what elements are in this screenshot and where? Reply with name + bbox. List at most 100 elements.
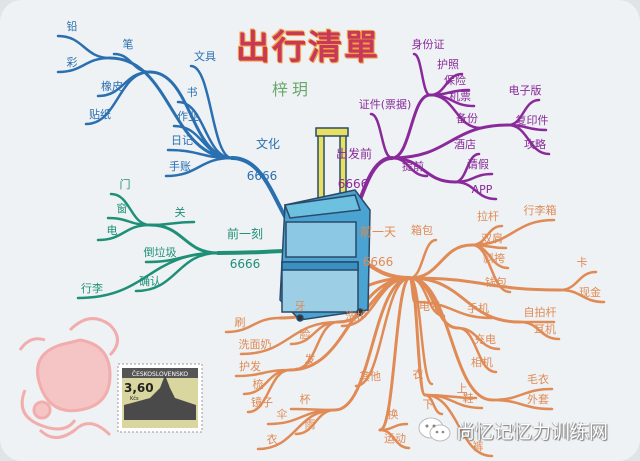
node-label: 上 xyxy=(456,382,468,395)
branch-tag-label: 6666 xyxy=(337,177,369,191)
day_before-branch-line xyxy=(456,326,498,374)
day_before-sub-branch xyxy=(408,276,562,292)
day_before-branch-line xyxy=(246,368,292,414)
node-label: 复印件 xyxy=(515,114,549,127)
branch-root-label: 前一天 xyxy=(359,225,397,239)
node-label: 刷 xyxy=(234,316,246,329)
stamp-value: 3,60 xyxy=(124,381,154,395)
day_before-sub-branch xyxy=(408,276,494,402)
day_before-branch-line xyxy=(413,300,494,320)
culture-branch-line xyxy=(164,156,234,178)
node-label: 其他 xyxy=(359,370,381,383)
node-label: 斜挎 xyxy=(483,252,505,265)
branch-root-label: 文化 xyxy=(255,137,281,151)
node-label: 确认 xyxy=(139,275,161,288)
node-label: 换 xyxy=(387,408,399,421)
node-label: 请假 xyxy=(467,158,489,171)
stamp-country: ČESKOSLOVENSKO xyxy=(132,371,188,378)
day_before-branch-line xyxy=(490,398,554,411)
day_before-branch-line xyxy=(256,408,337,451)
node-label: 发 xyxy=(304,353,316,366)
day_before-branch-line xyxy=(470,243,512,294)
node-label: 贴纸 xyxy=(89,108,111,121)
day_before-branch-line xyxy=(224,316,282,334)
node-label: 裤 xyxy=(472,440,484,453)
node-label: 日记 xyxy=(171,134,193,147)
day_before-branch-line xyxy=(470,218,556,247)
before_departure-sub-branch xyxy=(390,123,510,160)
node-label: 外套 xyxy=(527,393,549,406)
culture-branch-line xyxy=(189,64,234,160)
day_before-sub-branch xyxy=(408,276,522,324)
node-label: 电子版 xyxy=(508,84,542,97)
before_departure-sub-branch xyxy=(390,93,432,160)
node-label: 身份证 xyxy=(411,38,445,51)
day_before-branch-line xyxy=(518,320,561,341)
node-label: 电 xyxy=(106,224,118,237)
day_before-branch-line xyxy=(408,276,446,318)
node-label: 备份 xyxy=(456,112,478,125)
node-label: APP xyxy=(471,183,493,196)
node-label: 鞋 xyxy=(462,392,474,405)
node-label: 窗 xyxy=(116,202,128,215)
node-label: 相机 xyxy=(471,356,493,369)
branch-root-label: 出发前 xyxy=(335,147,373,161)
day_before-branch-line xyxy=(294,320,340,371)
node-label: 彩 xyxy=(66,56,78,69)
wechat-icon xyxy=(418,416,452,444)
before_departure-branch-line xyxy=(390,156,429,178)
node-label: 酒店 xyxy=(454,138,476,151)
node-label: 充电 xyxy=(474,333,496,346)
before_departure-branch-line xyxy=(506,123,551,156)
node-label: 衣 xyxy=(266,433,278,446)
node-label: 洗面奶 xyxy=(238,338,272,351)
node-label: 作业 xyxy=(177,110,199,123)
before_moment-branch-line xyxy=(148,220,196,227)
culture-branch-line xyxy=(56,56,112,74)
day_before-branch-line xyxy=(423,393,494,458)
node-label: 笔 xyxy=(122,38,134,51)
node-label: 提前 xyxy=(402,160,424,173)
culture-branch-line xyxy=(84,70,152,126)
day_before-sub-branch xyxy=(408,276,427,397)
node-label: 拉杆 xyxy=(477,210,499,223)
node-label: 下 xyxy=(422,398,434,411)
watermark-text: 尚忆记忆力训练网 xyxy=(456,420,609,443)
node-label: 攻略 xyxy=(524,138,546,151)
node-label: 耳机 xyxy=(534,323,556,336)
before_moment-branch-line xyxy=(96,223,152,242)
node-label: 手机 xyxy=(467,302,489,315)
node-label: 保险 xyxy=(444,74,466,87)
day_before-branch-line xyxy=(378,428,411,450)
branch-tag-label: 6666 xyxy=(362,255,394,269)
node-label: 书 xyxy=(186,86,198,99)
before_departure-branch-line xyxy=(369,112,394,160)
node-label: 护照 xyxy=(437,58,459,71)
node-label: 电子 xyxy=(419,300,441,313)
before_departure-branch-line xyxy=(412,52,432,97)
branch-tag-label: 6666 xyxy=(246,169,278,183)
node-label: 箱包 xyxy=(411,224,433,237)
author-name: 梓玥 xyxy=(272,80,313,99)
node-label: 关 xyxy=(174,206,186,219)
before_departure-branch-line xyxy=(428,93,483,130)
node-label: 机票 xyxy=(449,90,471,103)
day_before-branch-line xyxy=(354,276,412,388)
node-label: 牙 xyxy=(294,300,306,313)
node-label: 杯 xyxy=(299,393,311,406)
node-label: 手账 xyxy=(169,160,191,173)
node-label: 门 xyxy=(119,178,131,191)
day_before-sub-branch xyxy=(378,276,412,432)
node-label: 铅 xyxy=(66,20,78,33)
branch-tag-label: 6666 xyxy=(229,257,261,271)
node-label: 护发 xyxy=(239,360,261,373)
node-label: 镜子 xyxy=(251,396,273,409)
node-label: 现金 xyxy=(579,286,601,299)
day_before-branch-line xyxy=(408,238,438,280)
node-label: 双肩 xyxy=(481,232,503,245)
branch-root-label: 前一刻 xyxy=(226,227,264,241)
